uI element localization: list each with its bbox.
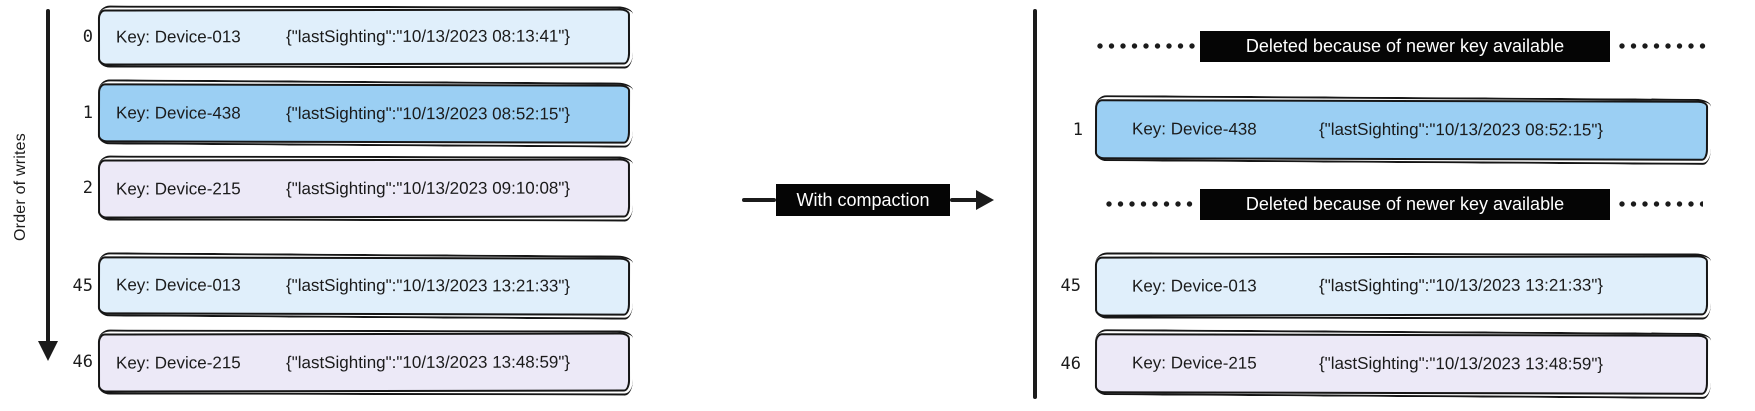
record-key: Key: Device-438 <box>1131 119 1257 139</box>
record-bar: Key: Device-438 {"lastSighting":"10/13/2… <box>97 83 631 144</box>
record-value: {"lastSighting":"10/13/2023 08:52:15"} <box>285 103 571 124</box>
record-key: Key: Device-438 <box>115 102 241 123</box>
record-key: Key: Device-215 <box>115 178 241 199</box>
record-bar: Key: Device-013 {"lastSighting":"10/13/2… <box>97 256 631 316</box>
record-index: 46 <box>72 352 93 372</box>
record-key: Key: Device-215 <box>1131 353 1257 373</box>
dotted-line-right <box>1619 201 1703 207</box>
record-value: {"lastSighting":"10/13/2023 13:21:33"} <box>1318 275 1604 296</box>
axis-label: Order of writes <box>12 133 29 241</box>
record-value: {"lastSighting":"10/13/2023 08:13:41"} <box>285 26 571 47</box>
record-index: 0 <box>82 27 93 47</box>
compacted-log-divider-line <box>1033 9 1037 399</box>
record-key: Key: Device-215 <box>115 352 241 373</box>
record-bar: Key: Device-215 {"lastSighting":"10/13/2… <box>97 332 631 393</box>
record-value: {"lastSighting":"10/13/2023 09:10:08"} <box>285 178 571 198</box>
record-key: Key: Device-013 <box>1131 276 1257 296</box>
arrow-line <box>950 198 978 202</box>
record-key: Key: Device-013 <box>115 27 241 47</box>
deleted-note: Deleted because of newer key available <box>1200 31 1610 62</box>
record-index: 1 <box>1072 120 1083 140</box>
record-index: 2 <box>82 178 93 198</box>
dotted-line-left <box>1106 201 1198 207</box>
record-index: 45 <box>1060 276 1081 296</box>
record-value: {"lastSighting":"10/13/2023 13:48:59"} <box>1318 353 1604 374</box>
record-value: {"lastSighting":"10/13/2023 13:48:59"} <box>285 352 571 372</box>
record-bar: Key: Device-215 {"lastSighting":"10/13/2… <box>97 158 631 219</box>
record-index: 1 <box>82 103 93 123</box>
record-bar: Key: Device-013 {"lastSighting":"10/13/2… <box>97 8 631 66</box>
record-value: {"lastSighting":"10/13/2023 13:21:33"} <box>285 275 571 296</box>
record-bar: Key: Device-215 {"lastSighting":"10/13/2… <box>1094 333 1709 395</box>
arrow-down-icon <box>38 341 58 361</box>
record-key: Key: Device-013 <box>115 275 241 295</box>
record-index: 45 <box>72 276 93 296</box>
record-value: {"lastSighting":"10/13/2023 08:52:15"} <box>1318 119 1604 140</box>
dotted-line-right <box>1619 43 1707 49</box>
arrow-right-icon <box>976 190 994 210</box>
record-bar: Key: Device-013 {"lastSighting":"10/13/2… <box>1094 255 1709 317</box>
arrow-line <box>742 198 776 202</box>
dotted-line-left <box>1097 43 1197 49</box>
deleted-note: Deleted because of newer key available <box>1200 189 1610 220</box>
record-bar: Key: Device-438 {"lastSighting":"10/13/2… <box>1094 99 1709 161</box>
axis-line <box>46 9 50 345</box>
compaction-label: With compaction <box>776 184 950 216</box>
record-index: 46 <box>1060 354 1081 374</box>
